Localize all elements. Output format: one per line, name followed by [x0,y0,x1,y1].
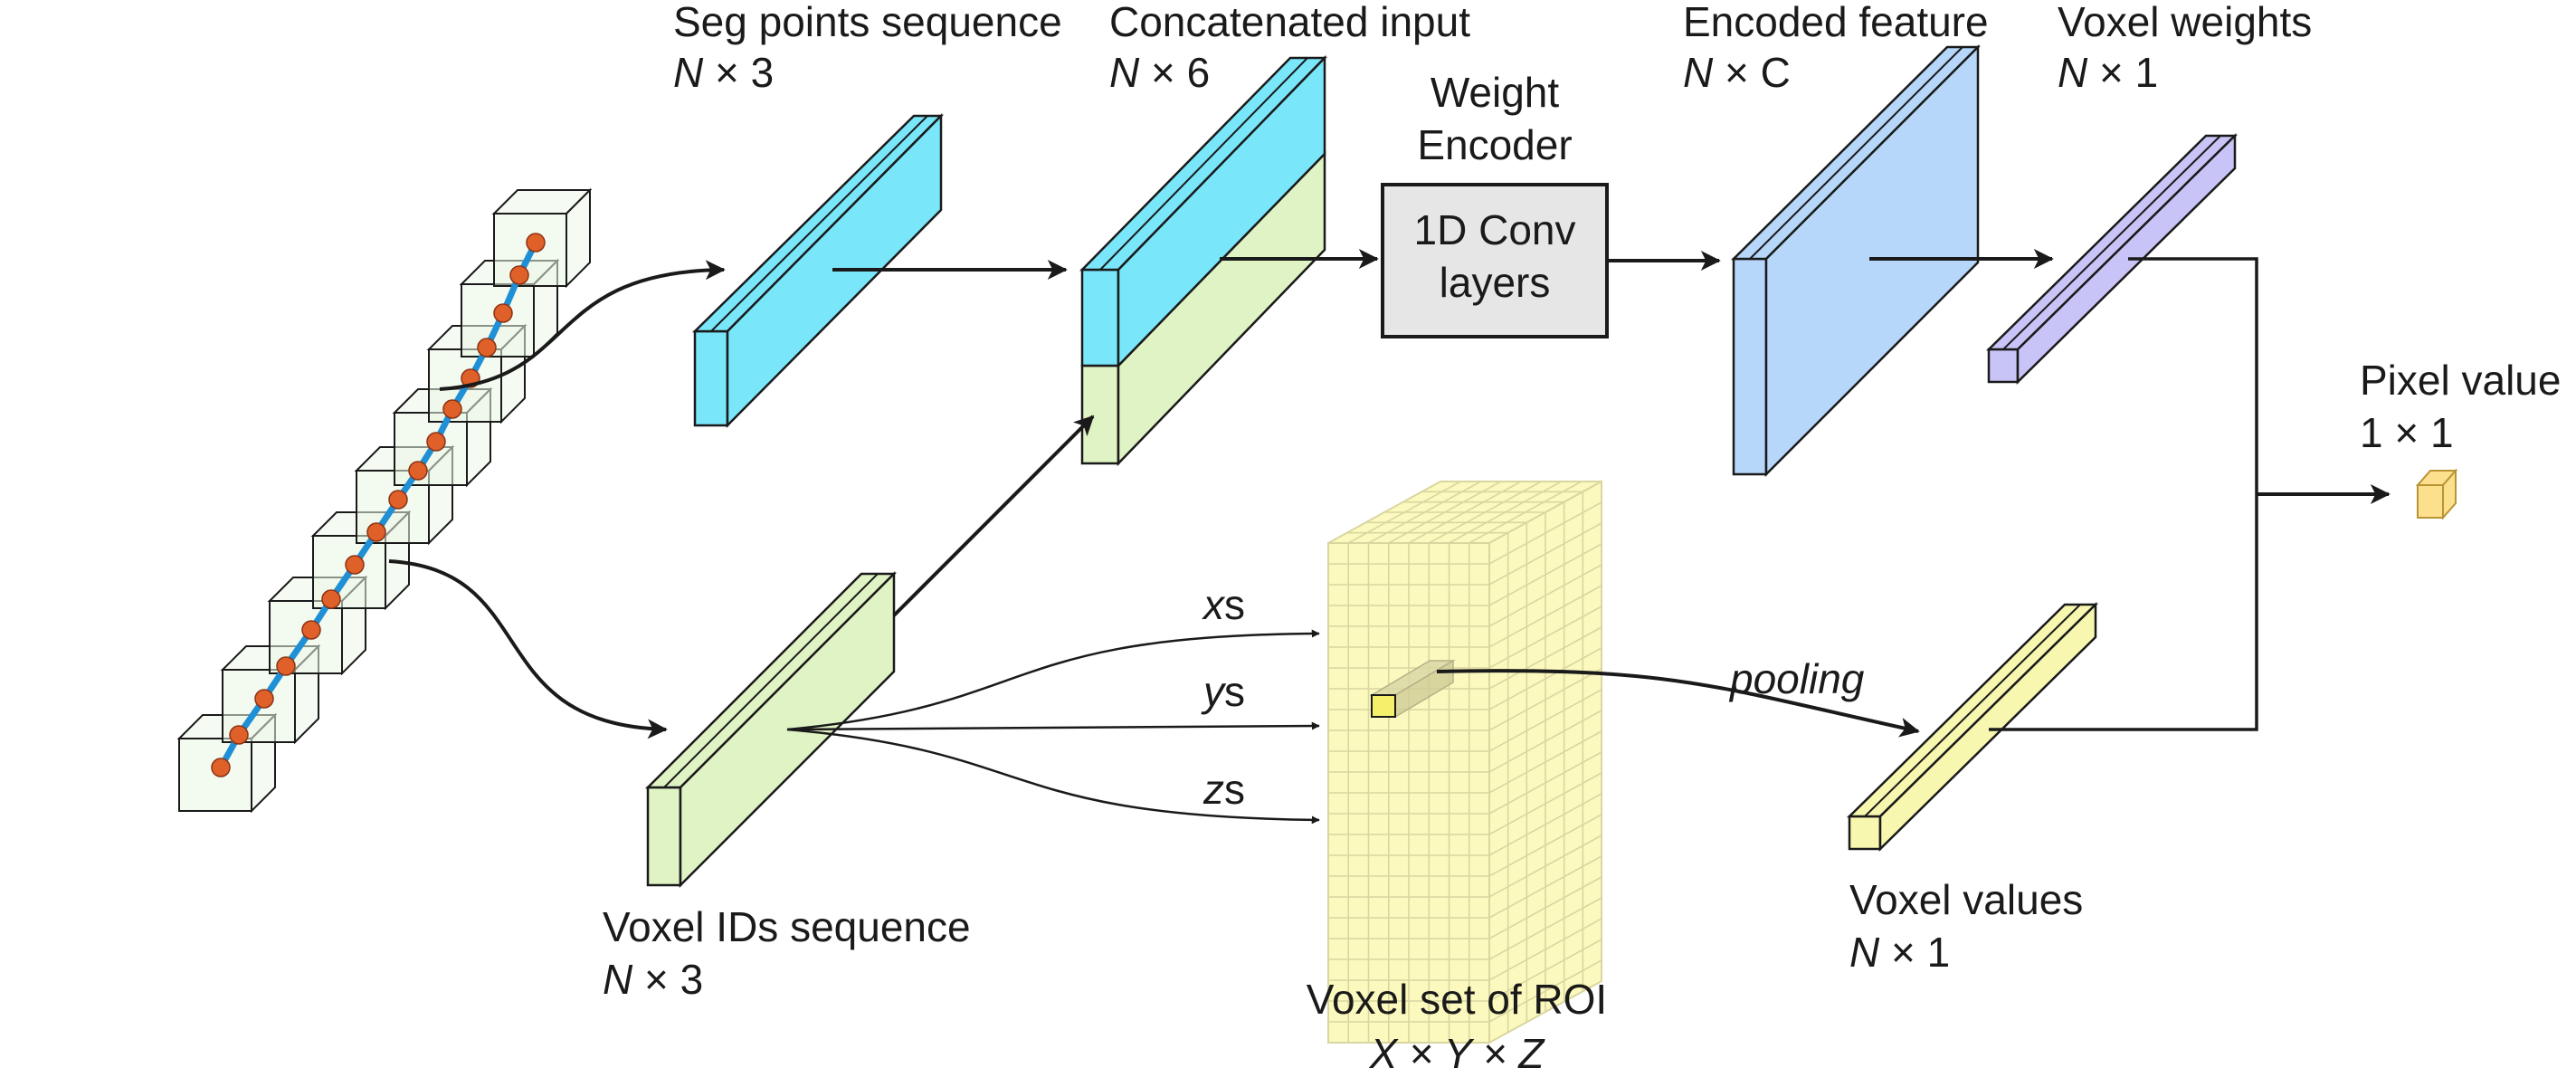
roi-grid-line [1488,564,1602,627]
conv-box-line1: 1D Conv [1414,206,1576,253]
arrow-pooling [1436,669,1920,738]
chain-point [254,689,274,709]
encoded-dim: N × C [1683,49,1791,96]
chain-point [211,758,231,777]
roi-grid-line [1488,793,1602,856]
voxel-weights-dim: N × 1 [2058,49,2158,96]
roi-grid-line [1488,522,1602,586]
roi-grid-line [1488,689,1602,752]
chain-point [526,233,546,253]
voxel-ids-title: Voxel IDs sequence [603,903,971,950]
roi-dim: X × Y × Z [1369,1030,1546,1077]
roi-grid-line [1488,668,1602,731]
concatenated-input-block [1079,54,1327,467]
chain-point [276,656,296,676]
roi-grid-line [1488,918,1602,981]
voxel-cube-side [566,187,591,289]
chain-point [345,555,365,575]
voxel-weights-title: Voxel weights [2058,0,2312,45]
zs-label: zs [1202,766,1245,813]
roi-grid-line [1488,751,1602,815]
voxel-values-title: Voxel values [1849,876,2083,923]
arrow-ys [786,721,1320,731]
chain-point [388,490,408,510]
roi-grid-line [1488,855,1602,919]
concat-title: Concatenated input [1109,0,1470,45]
pixel-value-cube [2415,468,2458,520]
roi-grid-line [1488,710,1602,773]
roi-grid-line [1488,585,1602,648]
roi-grid-line [1488,772,1602,835]
pixel-value-dim: 1 × 1 [2360,409,2454,456]
seg-points-dim: N × 3 [673,49,774,96]
voxel-chain-illustration [176,187,593,814]
arrow-ids-to-concat [892,415,1095,617]
roi-grid-line [1488,605,1602,669]
chain-point [366,522,386,542]
roi-grid-line [1488,543,1602,606]
roi-grid-line [1488,834,1602,898]
roi-voxel-grid [1327,480,1602,1044]
roi-grid-line [1488,626,1602,690]
roi-grid-line [1488,959,1602,1023]
arrow-chain-to-voxel-ids [388,559,668,739]
roi-title: Voxel set of ROI [1307,976,1607,1023]
roi-selected-voxel [1371,694,1396,718]
roi-grid-line [1488,814,1602,877]
seg-points-title: Seg points sequence [673,0,1062,45]
chain-point [442,399,462,419]
voxel-ids-dim: N × 3 [603,956,703,1003]
pooling-label: pooling [1728,655,1865,702]
concat-dim: N × 6 [1109,49,1210,96]
pixel-value-title: Pixel value [2360,357,2561,404]
chain-point [509,265,529,285]
roi-grid-line [1488,647,1602,710]
conv-box-line2: layers [1440,259,1551,306]
chain-point [493,303,513,323]
roi-grid-line [1488,501,1602,565]
arrow-xs [786,629,1320,731]
chain-point [408,461,428,481]
voxel-weights-block [1985,133,2239,385]
weight-encoder-line1: Weight [1431,69,1560,116]
chain-point [301,620,321,640]
weight-encoder-line2: Encoder [1417,121,1572,168]
arrow-chain-to-seg-points [439,260,726,391]
encoded-title: Encoded feature [1683,0,1989,45]
chain-point [477,338,497,358]
xs-label: xs [1202,581,1245,628]
arrow-zs [786,728,1320,825]
roi-grid-line [1488,939,1602,1002]
chain-point [426,432,446,452]
voxel-values-block [1846,602,2099,852]
conv-layers-box [1381,183,1609,338]
roi-grid-line [1488,876,1602,939]
roi-grid-line [1488,730,1602,794]
chain-point [229,725,249,745]
voxel-values-dim: N × 1 [1849,929,1950,976]
roi-grid-line [1488,897,1602,960]
ys-label: ys [1201,668,1245,715]
chain-point [321,589,341,609]
